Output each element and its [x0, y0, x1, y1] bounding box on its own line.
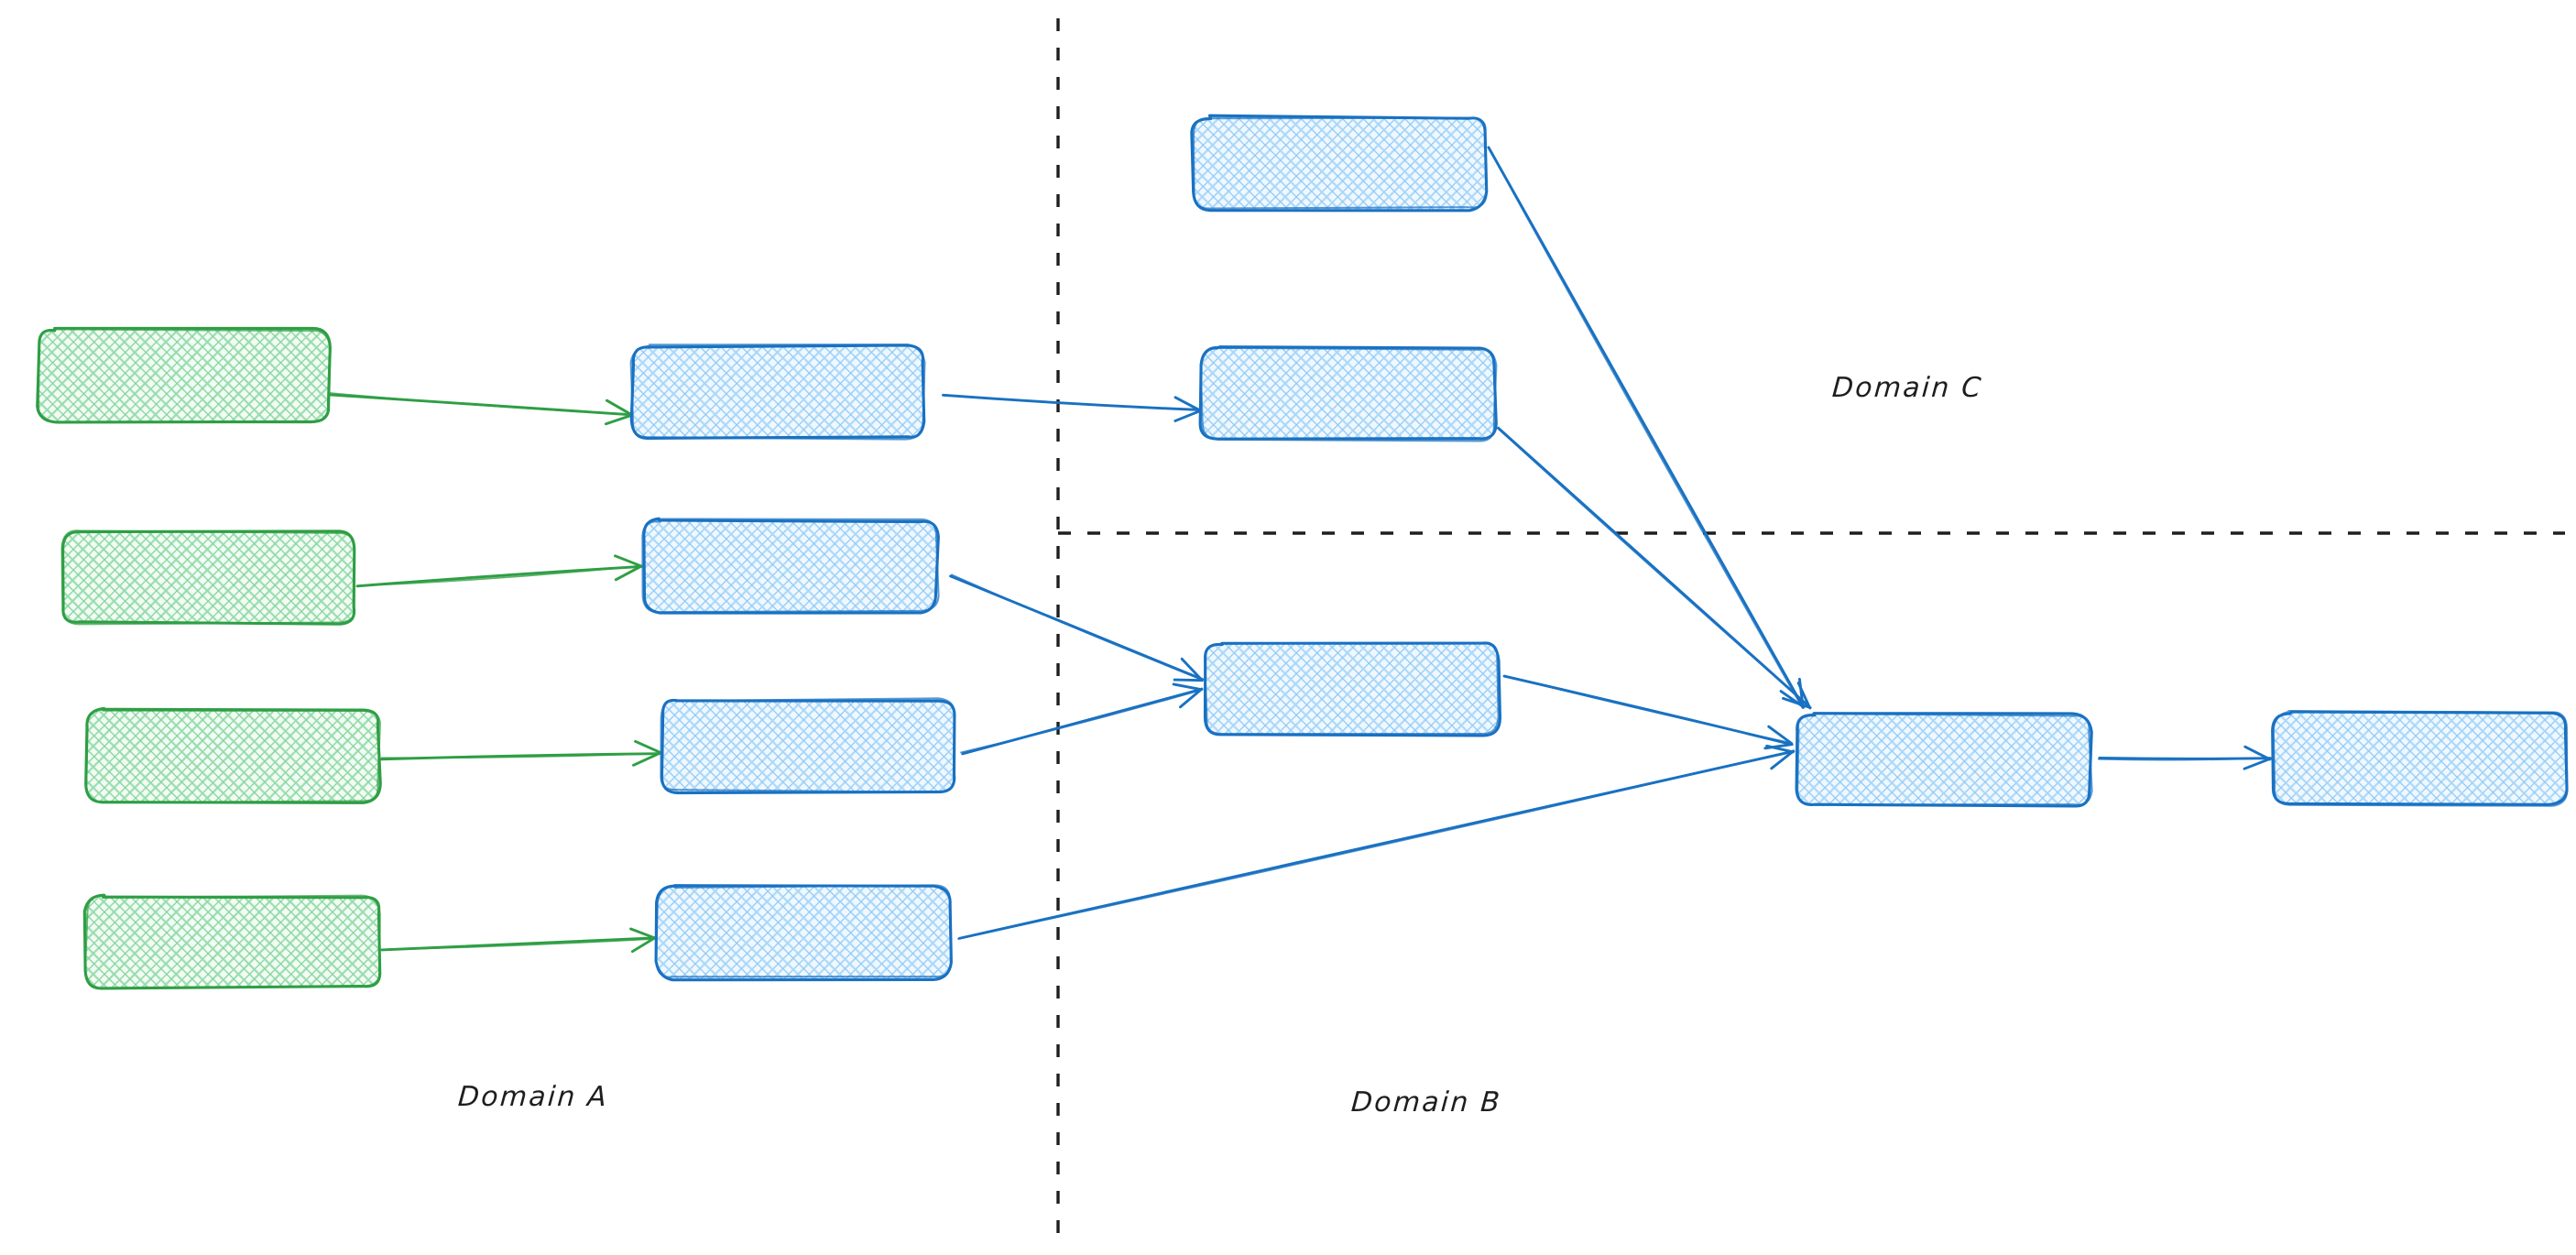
edge-arrowhead [1173, 396, 1201, 412]
edge-line [944, 394, 1202, 411]
edge-arrowhead [632, 751, 661, 767]
node-hatch-fill [1796, 714, 2091, 807]
node-box-b2[interactable] [640, 517, 941, 616]
edge-line [1487, 146, 1805, 708]
node-outline [660, 697, 955, 793]
node-outline [1199, 346, 1498, 442]
edge-line [380, 752, 661, 759]
node-box-c3[interactable] [1202, 639, 1502, 738]
node-hatch-fill [643, 519, 937, 613]
node-hatch-fill [1201, 347, 1496, 441]
edge-arrowhead [630, 935, 658, 954]
edge-b1-c2 [942, 393, 1202, 422]
node-outline [85, 707, 381, 804]
node-outline [655, 884, 953, 978]
node-box-a4[interactable] [82, 892, 383, 991]
node-hatch-fill [1192, 116, 1486, 210]
domain-label-b: Domain B [1349, 1086, 1503, 1119]
node-box-b1[interactable] [628, 343, 927, 442]
edge-arrowhead [614, 564, 643, 582]
edge-d1-e1 [2097, 745, 2272, 770]
node-box-a3[interactable] [82, 706, 383, 805]
node-outline [83, 893, 381, 990]
edge-arrowhead [629, 927, 658, 941]
domain-label-c: Domain C [1830, 372, 1984, 404]
edges-layer [328, 146, 2272, 954]
edge-arrowhead [605, 413, 635, 426]
edge-arrowhead [1179, 687, 1204, 709]
node-hatch-fill [2273, 712, 2568, 805]
edge-arrowhead [2243, 745, 2272, 761]
edge-a4-b4 [380, 927, 658, 954]
edge-a3-b3 [379, 739, 662, 767]
node-outline [60, 529, 355, 626]
node-outline [641, 518, 940, 614]
edge-line [957, 749, 1795, 940]
node-box-d1[interactable] [1794, 711, 2094, 810]
edge-line [960, 688, 1204, 754]
node-box-b3[interactable] [658, 696, 958, 795]
node-hatch-fill [85, 709, 380, 802]
node-hatch-fill [38, 329, 329, 422]
edge-a1-b1 [328, 392, 635, 426]
edge-line [356, 564, 642, 587]
node-box-c2[interactable] [1198, 344, 1499, 443]
node-hatch-fill [631, 345, 924, 439]
node-outline [37, 328, 332, 424]
node-hatch-fill [61, 530, 356, 624]
node-box-a1[interactable] [35, 326, 333, 425]
node-outline [1796, 713, 2093, 806]
edge-arrowhead [1767, 725, 1794, 745]
node-outline [629, 344, 926, 441]
edge-arrowhead [606, 398, 633, 417]
node-box-a2[interactable] [59, 528, 359, 627]
edge-c1-d1 [1487, 146, 1806, 709]
edge-arrowhead [1180, 657, 1204, 682]
edge-arrowhead [1770, 749, 1796, 770]
edge-arrowhead [1763, 743, 1794, 750]
node-outline [1192, 116, 1488, 210]
edge-line [951, 573, 1204, 681]
node-outline [2272, 710, 2569, 807]
domain-label-a: Domain A [456, 1081, 610, 1113]
edge-b4-d1 [957, 744, 1796, 940]
node-hatch-fill [658, 886, 952, 979]
node-outline [1190, 114, 1489, 213]
edge-arrowhead [1782, 696, 1812, 710]
edge-arrowhead [614, 554, 643, 568]
edge-line [1488, 147, 1804, 709]
edge-b3-c3 [960, 682, 1204, 756]
node-hatch-fill [660, 699, 955, 792]
edge-arrowhead [1173, 678, 1204, 682]
edge-line [380, 937, 658, 951]
edge-line [329, 392, 633, 416]
node-box-b4[interactable] [654, 883, 955, 982]
node-outline [2271, 710, 2569, 806]
edge-line [1497, 428, 1811, 709]
node-hatch-fill [85, 895, 379, 988]
node-box-e1[interactable] [2270, 709, 2571, 808]
edge-b2-c3 [949, 573, 1205, 682]
edge-line [2097, 757, 2271, 761]
edge-arrowhead [1173, 409, 1201, 422]
node-hatch-fill [1206, 642, 1500, 735]
edge-arrowhead [1796, 682, 1812, 710]
edge-c3-d1 [1502, 674, 1794, 750]
nodes-layer [35, 114, 2571, 991]
edge-arrowhead [1172, 682, 1203, 692]
edge-c2-d1 [1497, 426, 1812, 710]
node-outline [1203, 641, 1500, 736]
node-box-c1[interactable] [1189, 114, 1490, 213]
edge-line [1504, 675, 1794, 745]
edge-arrowhead [2243, 757, 2272, 770]
edge-a2-b2 [355, 554, 643, 588]
edge-arrowhead [634, 739, 662, 754]
